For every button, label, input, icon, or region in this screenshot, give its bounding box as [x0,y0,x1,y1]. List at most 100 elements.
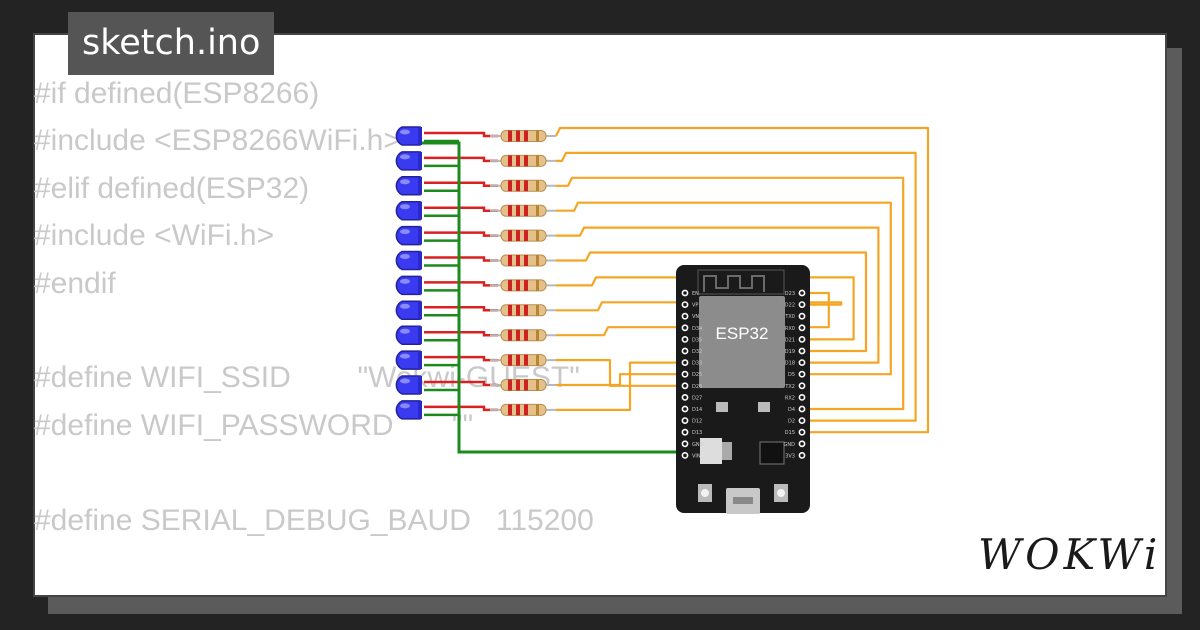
red-wire [424,281,498,287]
left-pin-label: D27 [692,395,702,401]
resistor-body [500,254,547,267]
left-pin [681,312,689,320]
wokwi-logo: WOKWi [978,530,1162,579]
resistor-band [524,180,528,192]
resistor-band-tolerance [536,329,539,341]
right-pin [798,359,806,366]
ground-bus-wire [422,141,685,454]
led-flange [418,301,422,320]
gpio-wire [556,251,868,353]
left-pin [681,335,689,343]
right-pin-label: D5 [788,372,795,378]
red-wire [424,405,498,412]
led-highlight [400,254,410,259]
voltage-regulator [700,438,722,464]
right-pin-label: D4 [788,407,795,413]
right-pin [798,347,806,355]
right-pin [798,370,806,378]
led-flange [418,251,422,270]
resistor-body [500,179,547,192]
resistor-band [516,230,520,242]
left-pin-label: VP [692,303,698,309]
resistors [490,130,556,416]
code-line-3: #elif defined(ESP32) [34,171,310,205]
resistor-band [516,304,520,316]
resistor-band [524,205,528,217]
led-body [395,350,421,370]
led-flange [418,326,422,345]
resistor-band [516,329,520,341]
right-pin-label: D2 [788,419,795,425]
left-header-pins: ENVPVND34D35D32D33D25D26D27D14D12D13GNDV… [681,289,704,459]
red-wire [424,131,498,138]
resistor-band [524,354,528,366]
resistor-band [524,329,528,341]
resistor-band [524,155,528,167]
resistor-band [508,279,512,291]
left-pin [681,428,689,436]
left-pin-label: D34 [692,326,702,332]
resistor-band [516,379,520,391]
right-pin [798,428,806,436]
left-pin-label: D26 [692,384,702,390]
chip-label: ESP32 [716,324,769,343]
led-highlight [400,328,410,334]
smd-part [716,402,728,412]
led-flange [418,276,422,295]
resistor-band [524,304,528,316]
leds [395,126,422,420]
led-flange [418,400,422,419]
left-pin [681,289,689,297]
code-line-10: #define SERIAL_DEBUG_BAUD 115200 [34,503,594,537]
gpio-wire [556,361,685,411]
red-wire [424,231,498,237]
right-header-pins: D23D22TX0RX0D21D19D18D5TX2RX2D4D2D15GND3… [784,289,806,459]
code-line-4: #include <WiFi.h> [34,219,275,253]
led-highlight [400,403,410,409]
resistor-band-tolerance [536,354,539,366]
right-pin-label: TX2 [784,384,795,390]
right-pin [798,289,806,297]
right-pin-label: D22 [785,303,795,309]
ground-wires [422,139,685,454]
boot-button-cap [701,489,709,497]
sketch-tab[interactable]: sketch.ino [68,12,275,75]
resistor-body [500,304,547,317]
resistor-band-tolerance [536,404,539,416]
resistor-band [516,354,520,366]
resistor-band [508,155,512,167]
led-body [395,225,421,246]
right-pin [798,324,806,332]
left-pin-label: VN [692,314,699,320]
led-highlight [400,378,410,384]
led-body [395,400,421,420]
led-highlight [400,129,410,135]
red-wire [424,181,498,188]
right-pin-label: TX0 [784,314,795,320]
resistor-body [500,130,547,142]
code-line-1: #if defined(ESP8266) [34,77,320,110]
led-highlight [400,154,410,160]
resistor-band [516,155,520,167]
resistor-body [500,329,547,342]
left-pin [681,301,689,308]
resistor-body [500,354,547,367]
led-resistor-wires [424,131,498,412]
red-wire [424,256,498,262]
right-pin-label: GND [784,442,796,448]
left-pin-label: D25 [692,372,702,378]
resistor-band-tolerance [536,230,539,242]
led-body [395,200,421,221]
right-pin-label: D21 [785,337,795,343]
red-wire [424,306,498,312]
led-body [395,275,421,296]
left-pin-label: VIN [692,453,701,459]
code-line-2: #include <ESP8266WiFi.h> [34,124,401,158]
left-pin [681,393,689,401]
resistor-band [508,404,512,416]
code-line-8: #define WIFI_PASSWORD "" [34,408,474,442]
resistor-body [500,204,547,217]
gpio-wire [556,201,892,376]
led-highlight [400,204,410,210]
